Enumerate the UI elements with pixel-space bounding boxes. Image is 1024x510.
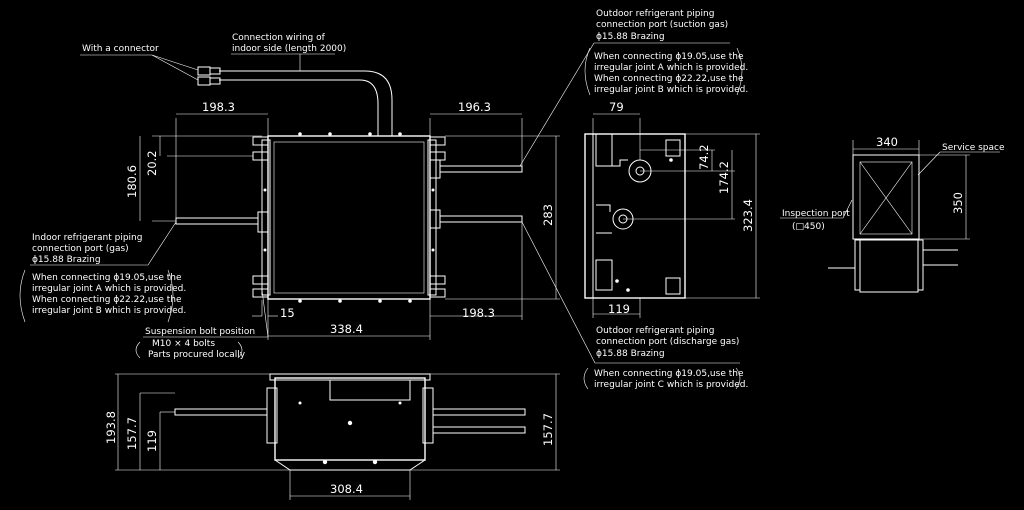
note-suction-4: irregular joint B which is provided. [594, 85, 748, 95]
bracket-bottom-left [252, 275, 269, 285]
dim-193-8: 193.8 [104, 411, 118, 444]
note-discharge-1: When connecting ϕ19.05,use the [594, 369, 744, 379]
note-indoor-3: When connecting ϕ22.22,use the [32, 295, 182, 305]
label-service-space: Service space [942, 143, 1005, 153]
label-wiring-2: indoor side (length 2000) [232, 44, 346, 54]
dim-119-side: 119 [608, 302, 630, 316]
discharge-gas-pipe [439, 215, 523, 223]
dim-20-2: 20.2 [145, 150, 159, 176]
suction-gas-fitting [429, 159, 441, 179]
discharge-gas-fitting [429, 209, 441, 229]
dim-174-2: 174.2 [717, 161, 731, 194]
dim-79: 79 [609, 100, 624, 114]
connector-2b [209, 77, 221, 85]
dim-157-7-right: 157.7 [541, 413, 555, 446]
label-inspection-1: Inspection port [782, 209, 850, 219]
bracket-bottom-left-2 [252, 288, 269, 298]
dim-338-4: 338.4 [330, 322, 363, 336]
label-suction-1: Outdoor refrigerant piping [596, 9, 714, 19]
front-view [174, 373, 526, 471]
label-inspection-2: (□450) [792, 222, 825, 232]
bracket-bottom-right-2 [429, 288, 446, 298]
note-suction-2: irregular joint A which is provided. [594, 63, 748, 73]
note-suction-3: When connecting ϕ22.22,use the [594, 74, 744, 84]
suction-gas-pipe [439, 165, 523, 173]
label-discharge-2: connection port (discharge gas) [596, 337, 739, 347]
connector-1 [197, 66, 211, 76]
dim-74-2: 74.2 [697, 144, 711, 170]
dim-119-front: 119 [145, 430, 159, 452]
top-view-right-flange [427, 139, 437, 296]
label-indoor-1: Indoor refrigerant piping [32, 233, 142, 243]
label-wiring-1: Connection wiring of [232, 33, 326, 43]
bracket-bottom-right [429, 275, 446, 285]
label-discharge-1: Outdoor refrigerant piping [596, 326, 714, 336]
wiring-cable-2 [219, 79, 379, 136]
note-indoor-1: When connecting ϕ19.05,use the [32, 273, 182, 283]
indoor-gas-fitting [257, 211, 269, 233]
front-view-dimensions [115, 373, 560, 500]
top-view-dimensions [139, 113, 560, 340]
dim-196-3: 196.3 [458, 100, 491, 114]
connector-2 [197, 76, 211, 86]
bracket-top-right [429, 136, 446, 146]
top-view-left-flange [261, 139, 271, 296]
note-suction-1: When connecting ϕ19.05,use the [594, 52, 744, 62]
label-with-connector: With a connector [82, 44, 159, 54]
dim-180-6: 180.6 [125, 165, 139, 198]
service-unit [859, 239, 919, 293]
top-view-body [267, 135, 431, 300]
note-indoor-2: irregular joint A which is provided. [32, 284, 186, 294]
dim-350: 350 [951, 192, 965, 214]
label-suspension-1: Suspension bolt position [145, 327, 255, 337]
dim-308-4: 308.4 [330, 482, 363, 496]
dimension-values: 198.3 196.3 20.2 180.6 283 15 338.4 198.… [104, 100, 965, 496]
bracket-top-right-2 [429, 151, 446, 161]
label-suction-3: ϕ15.88 Brazing [596, 32, 665, 42]
dim-198-3-top: 198.3 [202, 100, 235, 114]
label-indoor-2: connection port (gas) [32, 244, 129, 254]
top-view [80, 53, 523, 303]
note-discharge-2: irregular joint C which is provided. [594, 380, 748, 390]
indoor-gas-pipe [175, 217, 259, 225]
dim-340: 340 [876, 135, 898, 149]
dim-283: 283 [541, 204, 555, 226]
label-discharge-3: ϕ15.88 Brazing [596, 349, 665, 359]
side-view [584, 133, 686, 299]
label-suspension-3: Parts procured locally [148, 350, 246, 360]
labels: With a connector Connection wiring of in… [32, 9, 1005, 390]
side-view-dimensions [592, 113, 760, 318]
bracket-top-left [252, 136, 269, 146]
service-space-box [852, 154, 920, 240]
wiring-cable-1 [219, 70, 393, 136]
bracket-top-left-2 [252, 151, 269, 161]
dim-323-4: 323.4 [741, 199, 755, 232]
service-space-view [780, 140, 1000, 293]
dim-198-3-bottom: 198.3 [462, 306, 495, 320]
front-view-body [274, 377, 426, 461]
label-indoor-3: ϕ15.88 Brazing [32, 255, 101, 265]
dim-157-7-left: 157.7 [125, 417, 139, 450]
connector-1b [209, 67, 221, 75]
note-indoor-4: irregular joint B which is provided. [32, 306, 186, 316]
dim-15: 15 [280, 306, 295, 320]
top-view-body-inner [273, 141, 425, 294]
side-view-body [584, 133, 686, 299]
label-suspension-2: M10 × 4 bolts [152, 339, 215, 349]
label-suction-2: connection port (suction gas) [596, 20, 728, 30]
callout-leaders [19, 42, 743, 390]
